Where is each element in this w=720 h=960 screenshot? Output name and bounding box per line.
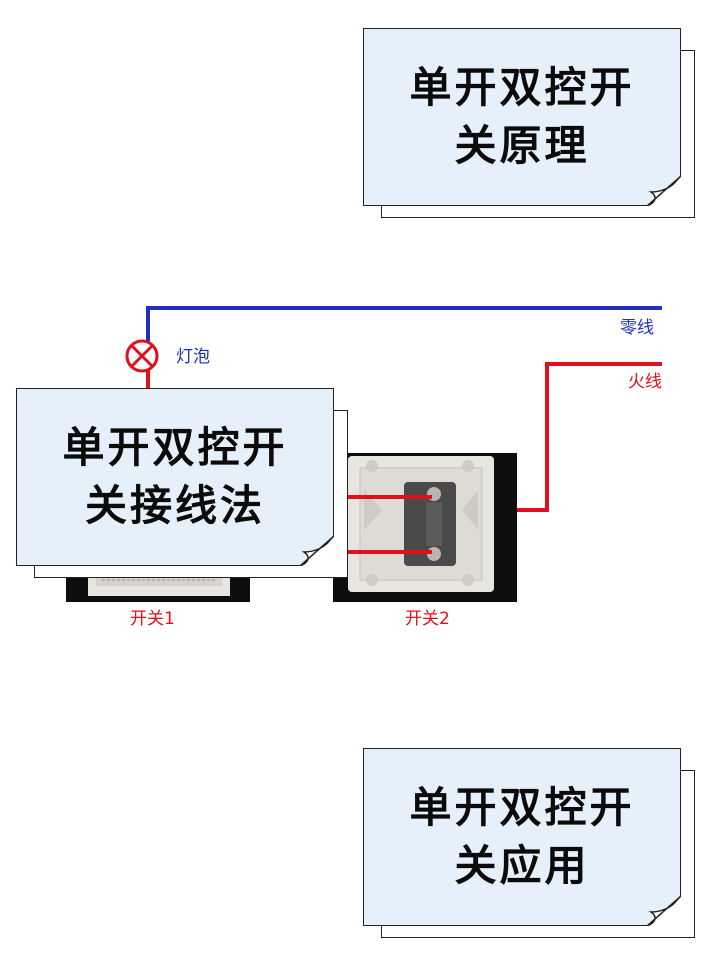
page-curl-icon: [300, 536, 334, 566]
card-title-line-1: 单开双控开: [409, 63, 635, 112]
switch1-label: 开关1: [130, 609, 175, 629]
card-title-line-1: 单开双控开: [409, 783, 635, 832]
bulb-label: 灯泡: [176, 347, 210, 367]
card-face: 单开双控开 关原理: [363, 28, 681, 206]
card-face: 单开双控开 关接线法: [16, 388, 334, 566]
card-wiring: 单开双控开 关接线法: [16, 388, 348, 578]
card-title-line-2: 关应用: [454, 841, 590, 890]
switch2-label: 开关2: [405, 609, 450, 629]
page-curl-icon: [647, 896, 681, 926]
card-title-line-1: 单开双控开: [62, 423, 288, 472]
live-label: 火线: [628, 372, 662, 392]
card-principle: 单开双控开 关原理: [363, 28, 695, 218]
neutral-label: 零线: [620, 318, 654, 338]
switch-2: [333, 453, 517, 602]
card-usage: 单开双控开 关应用: [363, 748, 695, 938]
card-face: 单开双控开 关应用: [363, 748, 681, 926]
bulb-icon: [125, 339, 159, 373]
page-curl-icon: [647, 176, 681, 206]
neutral-wire: [146, 306, 662, 385]
card-title-line-2: 关接线法: [84, 481, 265, 530]
card-title-line-2: 关原理: [454, 121, 590, 170]
